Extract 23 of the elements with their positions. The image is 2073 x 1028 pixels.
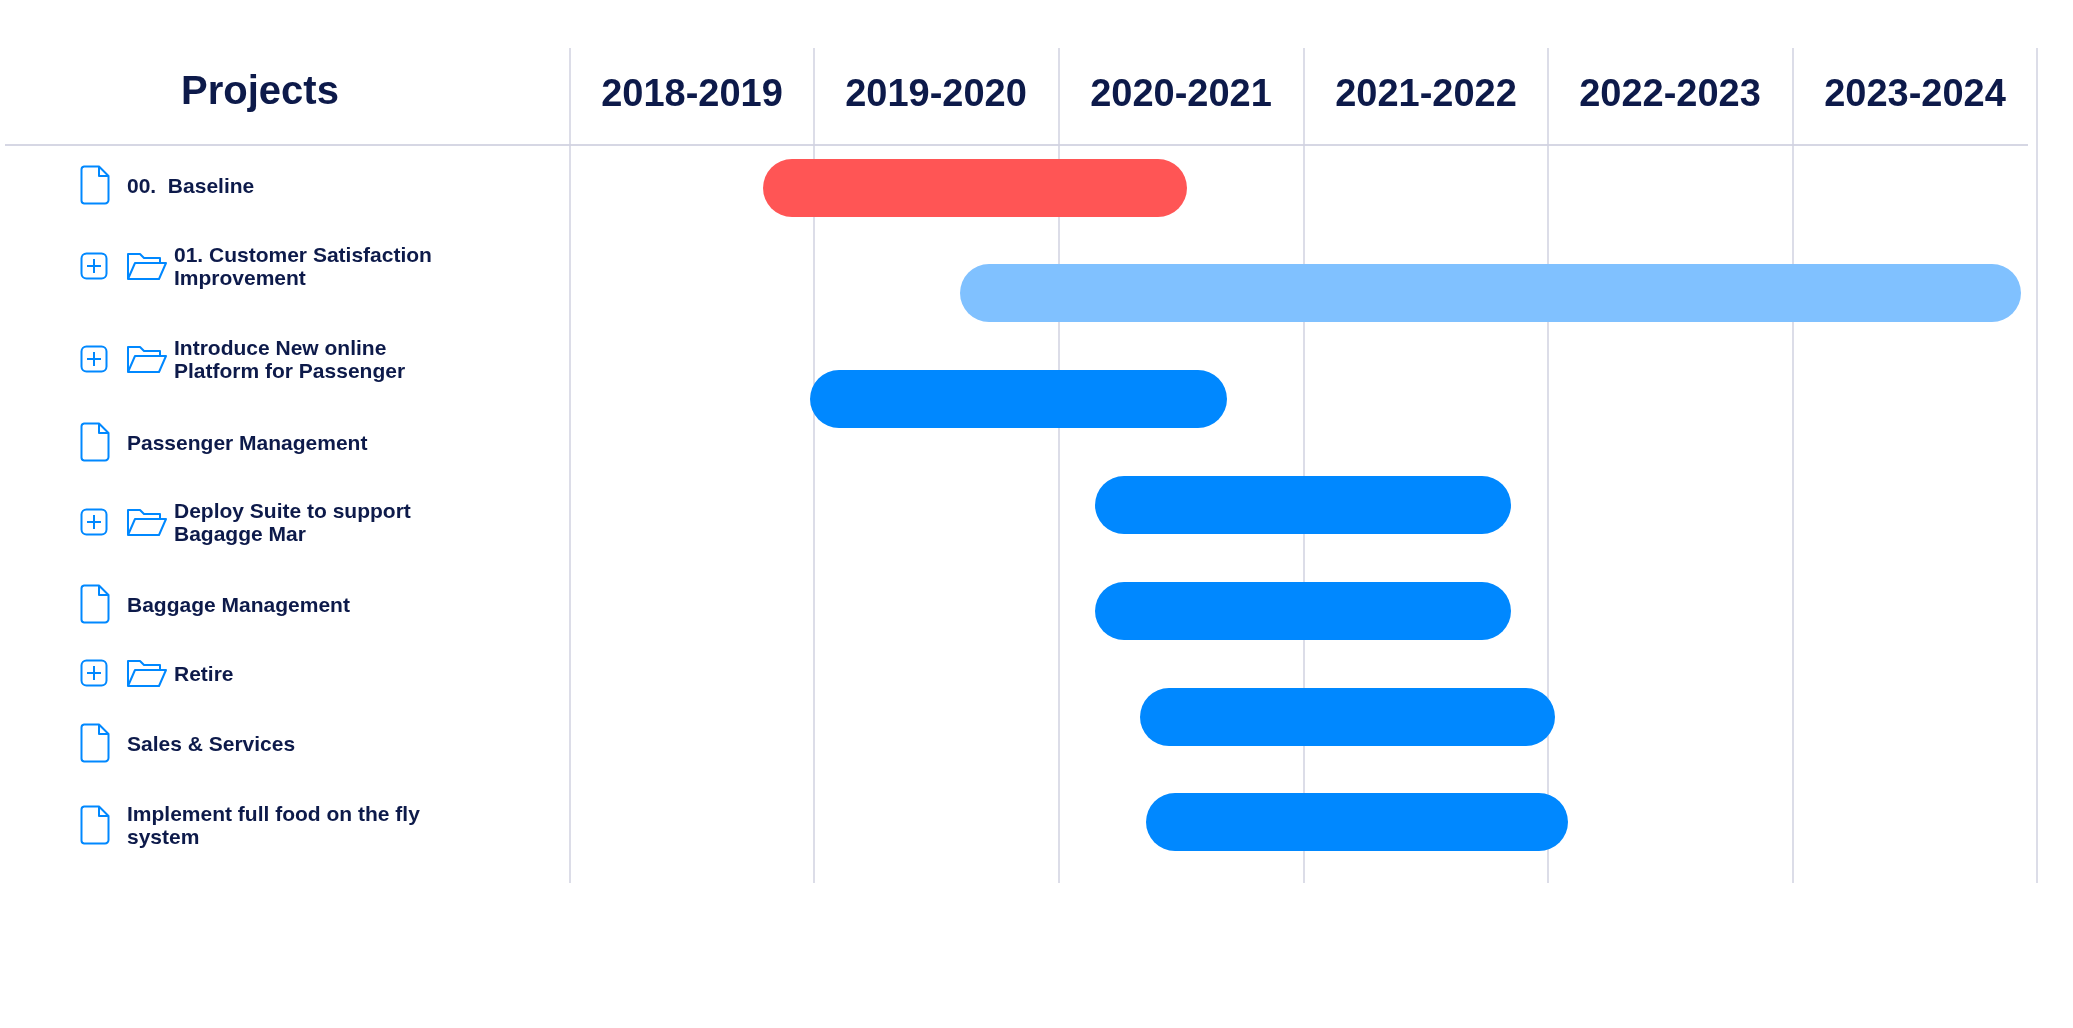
project-name: 00. Baseline — [127, 173, 256, 197]
project-name: Baggage Management — [127, 592, 351, 616]
timeline-bar — [1095, 476, 1511, 534]
project-name: Retire — [174, 661, 235, 685]
project-name: Sales & Services — [127, 731, 297, 755]
year-header: 2022-2023 — [1579, 71, 1761, 115]
timeline-bar — [810, 370, 1227, 428]
project-name: 01. Customer Satisfaction Improvement — [174, 243, 433, 289]
project-name: Introduce New online Platform for Passenger — [174, 336, 407, 382]
project-name: Implement full food on the fly system — [127, 802, 421, 848]
timeline-bar — [763, 159, 1187, 217]
year-header: 2021-2022 — [1335, 71, 1517, 115]
timeline-bar — [1146, 793, 1568, 851]
column-header: Projects — [181, 67, 339, 113]
year-header: 2018-2019 — [601, 71, 783, 115]
timeline-bar — [1095, 582, 1511, 640]
project-name: Deploy Suite to support Bagagge Mar — [174, 499, 412, 545]
year-header: 2020-2021 — [1090, 71, 1272, 115]
timeline-bar — [1140, 688, 1555, 746]
timeline-bar — [960, 264, 2021, 322]
project-name: Passenger Management — [127, 430, 369, 454]
year-header: 2023-2024 — [1824, 71, 2006, 115]
year-header: 2019-2020 — [845, 71, 1027, 115]
